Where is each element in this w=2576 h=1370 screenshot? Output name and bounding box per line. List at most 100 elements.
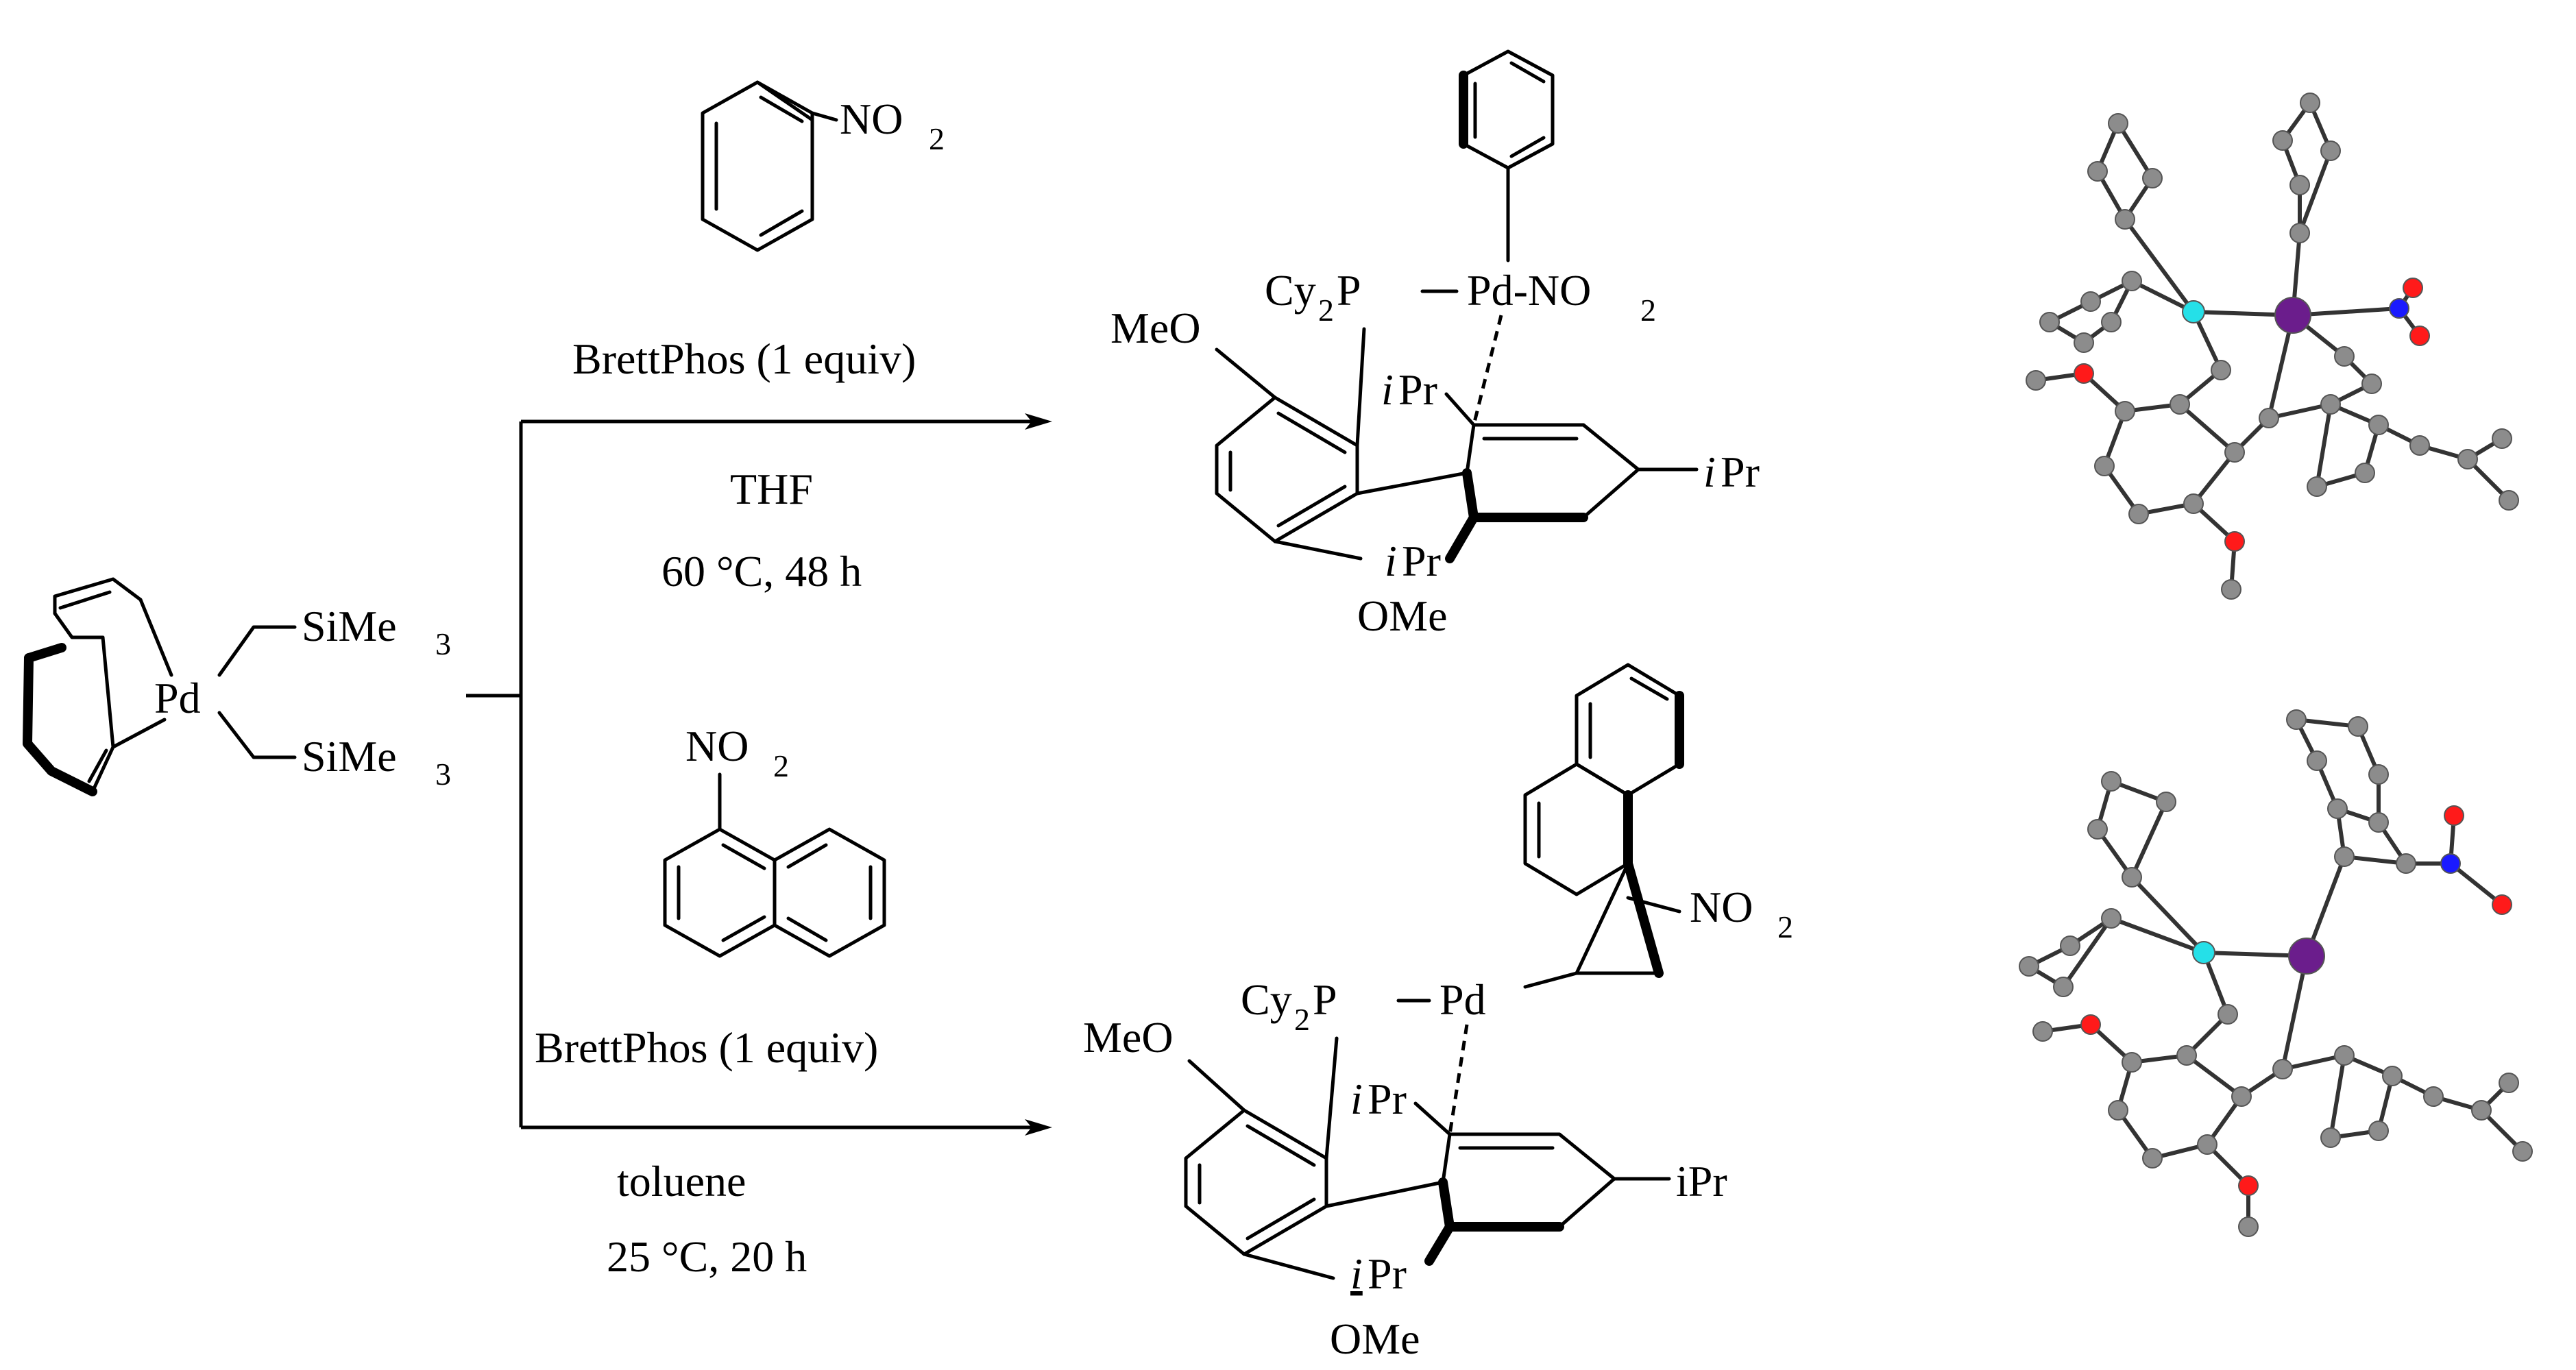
top-meo-label: MeO	[1110, 304, 1201, 352]
xray-bond	[2185, 1053, 2243, 1099]
top-cy-sub: 2	[1318, 293, 1334, 328]
xray-atom	[2289, 175, 2310, 195]
nitronaphthalene-structure: NO 2	[663, 722, 886, 958]
xray-bond	[2178, 402, 2236, 454]
bottom-arrowhead	[1025, 1119, 1052, 1136]
top-ipr2-i: i	[1703, 448, 1716, 496]
bottom-ipr1-i: i	[1350, 1075, 1363, 1123]
xray-bond	[2123, 218, 2196, 313]
nitro-sub-bottom: 2	[773, 748, 789, 783]
xray-bond	[2110, 916, 2205, 955]
xray-atom	[2026, 370, 2046, 391]
xray-atom	[2368, 415, 2389, 435]
xray-atom	[2122, 271, 2142, 291]
cod-bold-bond	[24, 643, 66, 663]
ring-double-bond	[721, 843, 766, 870]
xray-atom	[2074, 332, 2094, 353]
xray-atom	[2238, 1216, 2259, 1237]
top-pd-label: Pd-NO	[1467, 266, 1591, 315]
cod-bond	[53, 577, 143, 615]
bottom-meo-label: MeO	[1083, 1013, 1174, 1062]
xray-atom	[2307, 476, 2327, 497]
c-p-bond	[1355, 327, 1366, 448]
xray-bond	[2329, 1055, 2346, 1138]
sm-pd-label: Pd	[154, 674, 201, 722]
xray-structure-bottom	[2019, 709, 2533, 1237]
xray-bond	[2298, 149, 2333, 234]
top-p-label: P	[1337, 266, 1361, 315]
ring-double-bond	[1509, 136, 1546, 158]
pd-ch2-bond	[217, 711, 297, 759]
c-o-bond	[1242, 1252, 1335, 1280]
ring-double-bond	[786, 916, 828, 942]
xray-atom	[2320, 140, 2341, 161]
ring-double-bond	[1246, 1124, 1316, 1167]
xray-structure-top	[2026, 93, 2519, 600]
ring-double-bond	[1629, 676, 1669, 701]
xray-atom	[2108, 1100, 2128, 1121]
top-ipr1-pr: Pr	[1398, 365, 1437, 414]
pd-ch2-bond	[217, 625, 297, 677]
c-o-bond	[1187, 1059, 1246, 1112]
xray-atom	[2320, 1127, 2341, 1148]
bottom-no2-sub: 2	[1777, 909, 1793, 944]
xray-atom	[2334, 346, 2355, 367]
xray-atom	[2101, 771, 2122, 792]
cod-double-bond	[58, 590, 112, 610]
pd-arene-interaction	[1448, 1024, 1469, 1135]
reaction-arrows	[466, 413, 1052, 1136]
pd-aryl-bond	[1523, 971, 1579, 989]
xray-atom	[2512, 1141, 2533, 1162]
top-ipr3-i: i	[1385, 537, 1397, 585]
xray-atom	[2355, 463, 2375, 483]
xray-bond	[2191, 451, 2237, 505]
xray-atom	[2128, 504, 2149, 524]
xray-atom	[2382, 1066, 2403, 1086]
ring-double-bond	[759, 209, 804, 237]
nitro-label-bottom: NO	[685, 722, 749, 770]
xray-atom	[2499, 490, 2519, 511]
ipr-bold-bond	[1424, 1222, 1455, 1266]
xray-atom	[2211, 360, 2231, 380]
xray-atom	[2108, 113, 2128, 134]
xray-atom	[2423, 1086, 2444, 1107]
naph-ring-a	[663, 827, 777, 958]
bottom-p-label: P	[1313, 975, 1337, 1024]
xray-atom	[2444, 805, 2464, 826]
top-pd-sub: 2	[1640, 293, 1656, 328]
bottom-solvent-text: toluene	[617, 1157, 746, 1206]
xray-atom	[2101, 312, 2122, 332]
xray-atom	[2142, 1148, 2163, 1169]
xray-bond	[2116, 122, 2154, 180]
top-ipr3-pr: Pr	[1402, 537, 1441, 585]
xray-atom	[2039, 312, 2060, 332]
cod-bold-bond	[23, 653, 97, 796]
xray-atom	[2053, 977, 2074, 997]
xray-bond	[2449, 861, 2503, 907]
xray-atom	[2221, 579, 2241, 600]
nitrobenzene-structure: NO 2	[701, 80, 945, 252]
xray-atom	[2492, 428, 2512, 449]
nitro-label-top: NO	[840, 95, 903, 143]
top-conditions-text: 60 °C, 48 h	[661, 547, 862, 596]
c-n-bond	[1626, 896, 1681, 914]
xray-bond	[2130, 800, 2168, 879]
naph-bold-bond	[1623, 859, 1664, 978]
xray-atom	[2170, 394, 2190, 415]
xray-bond	[2315, 404, 2333, 487]
pd-olefin-bond	[111, 718, 167, 749]
c-p-bond	[1324, 1036, 1339, 1160]
xray-atom	[2156, 792, 2176, 812]
c-n-bond	[810, 111, 838, 122]
xray-atom	[2094, 456, 2115, 476]
top-cy-label: Cy	[1265, 266, 1316, 315]
bottom-pd-label: Pd	[1439, 975, 1486, 1024]
xray-atom	[2272, 130, 2293, 151]
xray-atom	[2183, 493, 2204, 514]
xray-atom	[2101, 908, 2122, 929]
bottom-ome-label: OMe	[1330, 1314, 1420, 1363]
xray-atom	[2087, 819, 2108, 840]
ring-bond	[755, 80, 814, 122]
